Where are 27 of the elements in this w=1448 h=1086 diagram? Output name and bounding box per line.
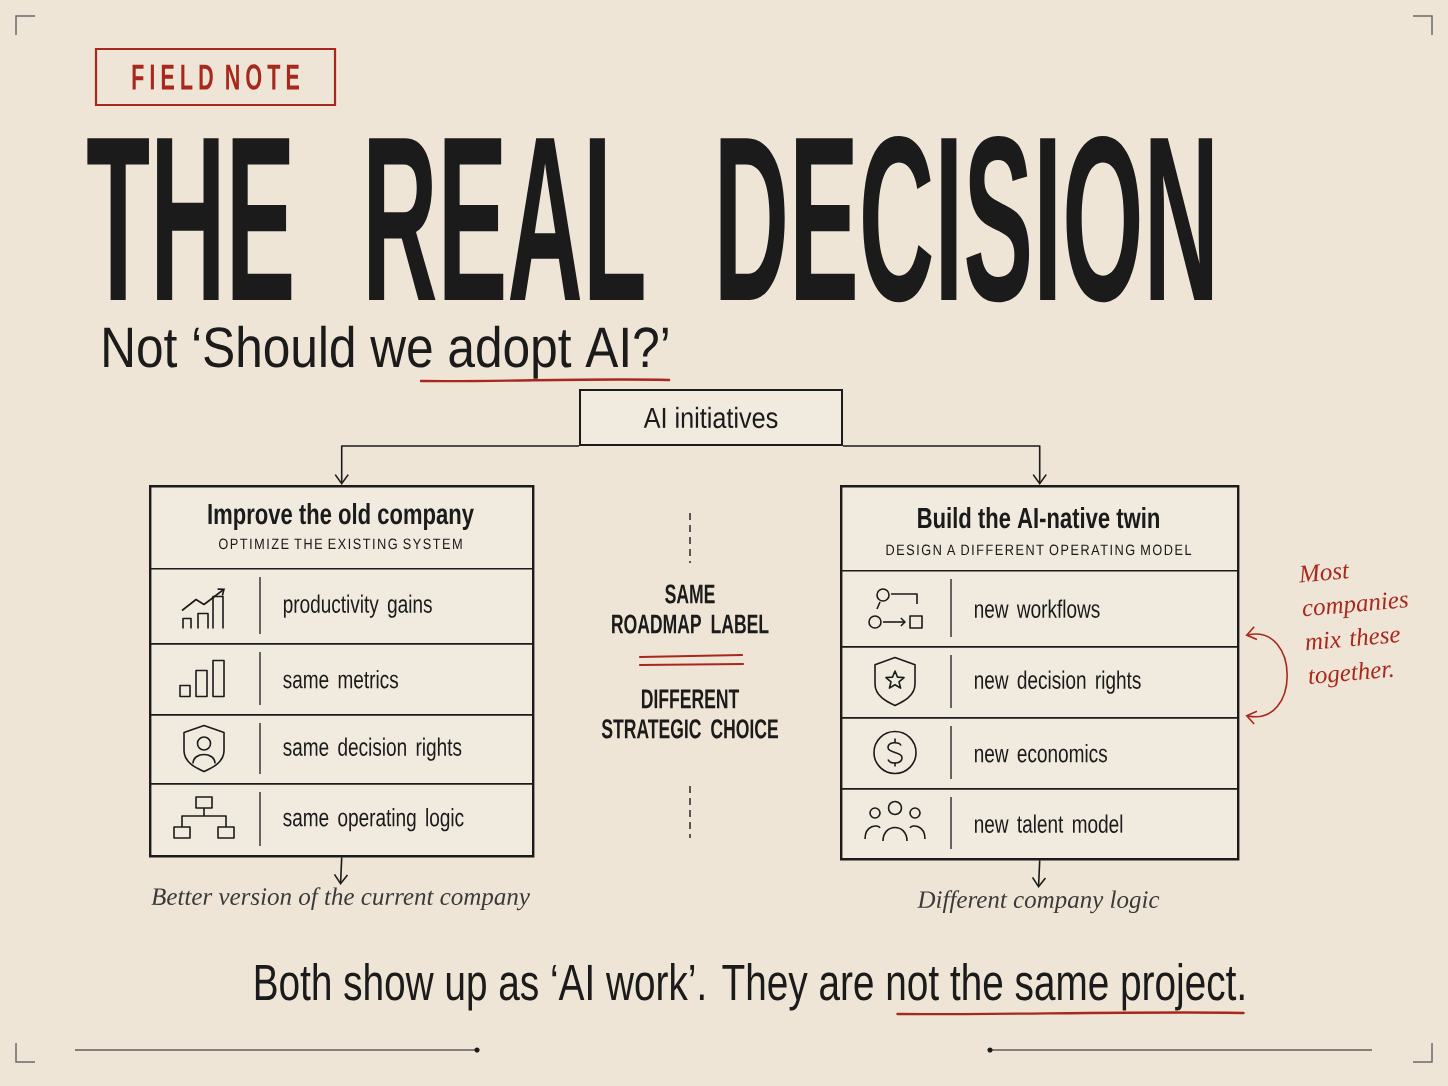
callout-text: DIFFERENT STRATEGIC CHOICE (601, 689, 778, 739)
list-row: new talent model (840, 788, 1239, 860)
arrow (333, 856, 349, 885)
summary-text: Both show up as ‘AI work’. They are not the same project. (255, 963, 1244, 1011)
panel-heading: Improve the old company (208, 503, 474, 530)
handwritten-note: Different company logic (917, 890, 1160, 914)
list-row: new decision rights (840, 646, 1239, 719)
list-row: new economics (840, 717, 1239, 790)
list-row: same metrics (149, 643, 534, 716)
panel-heading: Build the AI-native twin (918, 507, 1159, 529)
stamp-box: FIELD NOTE (94, 47, 337, 107)
list-row: productivity gains (149, 568, 534, 645)
list-row: same operating logic (149, 783, 534, 857)
arrow (1031, 859, 1047, 888)
panel-subheading: OPTIMIZE THE EXISTING SYSTEM (219, 538, 462, 550)
title: THE REAL DECISION (87, 135, 1213, 303)
list-row: same decision rights (149, 714, 534, 785)
arrow (334, 445, 580, 485)
process-box: AI initiatives (579, 389, 843, 446)
subtitle: Not ‘Should we adopt AI?’ (104, 325, 668, 379)
arrow (842, 445, 1047, 485)
curved-arrow (1245, 626, 1288, 725)
handwritten-note: Better version of the current company (151, 887, 530, 911)
handwritten-note: Most companies mix these together. (1299, 564, 1408, 688)
list-row: new workflows (840, 570, 1239, 648)
callout-text: SAME ROADMAP LABEL (612, 584, 769, 634)
panel-subheading: DESIGN A DIFFERENT OPERATING MODEL (886, 544, 1192, 556)
